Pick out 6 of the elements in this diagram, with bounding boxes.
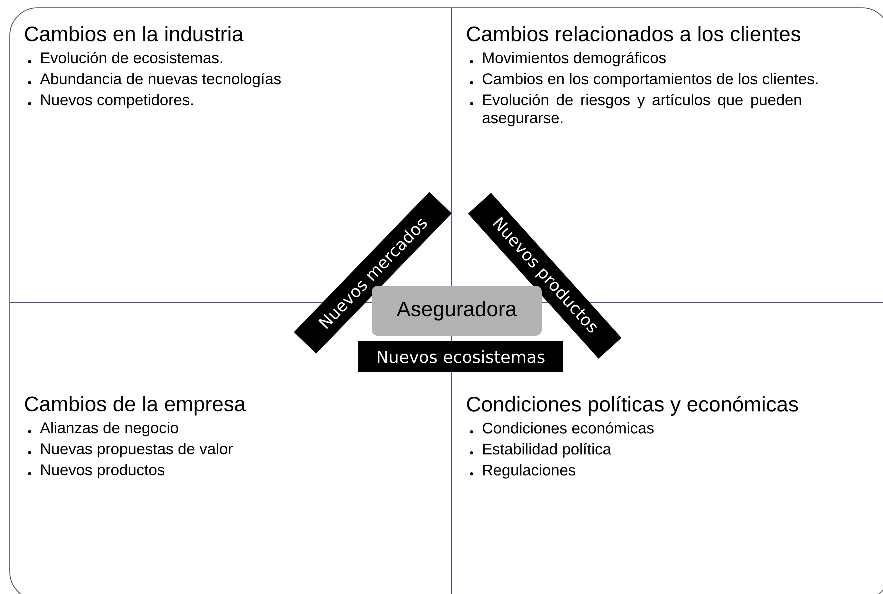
quadrant-text: Cambios en la industria Evolución de ecosistemas. Abundancia de nuevas tecnologías Nuevos competidores.	[25, 26, 281, 109]
label-band: Nuevos ecosistemas	[358, 342, 564, 372]
center-box: Aseguradora	[372, 286, 542, 336]
quadrant-text: Cambios de la empresa Alianzas de negocio Nuevas propuestas de valor Nuevos productos	[25, 396, 246, 479]
quadrant-text: Cambios relacionados a los clientes Movimientos demográficos Cambios en los comportamientos de los clientes. Evolución de riesgos y artículos que pueden asegurarse.	[467, 26, 818, 127]
quadrant-text: Condiciones políticas y económicas Condiciones económicas Estabilidad política Regulaciones	[467, 396, 798, 479]
